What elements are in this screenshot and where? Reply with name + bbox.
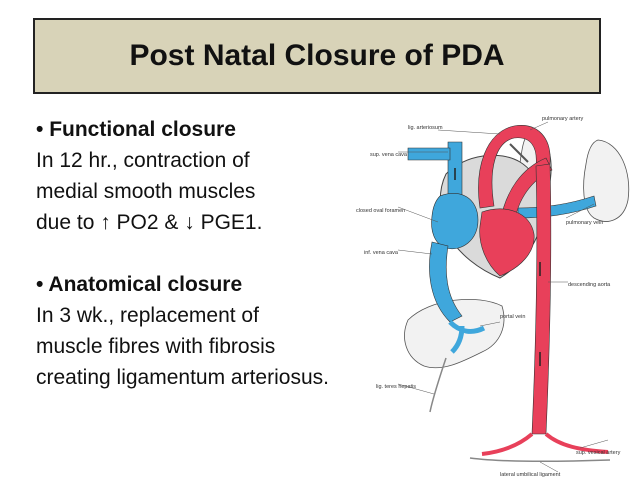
anatomical-closure-title: Anatomical closure bbox=[48, 273, 243, 296]
text-column: • Functional closure In 12 hr., contract… bbox=[36, 114, 436, 393]
bullet: • bbox=[36, 273, 44, 296]
label-closed-oval-foramen: closed oval foramen bbox=[356, 208, 405, 214]
inferior-vena-cava bbox=[429, 241, 463, 323]
left-ventricle bbox=[479, 208, 535, 277]
label-lig-arteriosum: lig. arteriosum bbox=[408, 125, 443, 131]
label-inf-vena-cava: inf. vena cava bbox=[364, 250, 399, 256]
portal-vein bbox=[448, 320, 486, 354]
label-lateral-umbilical-ligament: lateral umbilical ligament bbox=[500, 472, 561, 478]
umbilical-ligament bbox=[469, 457, 611, 463]
label-descending-aorta: descending aorta bbox=[568, 282, 611, 288]
anatomical-closure-heading: • Anatomical closure bbox=[36, 269, 436, 300]
vesical-arteries bbox=[481, 432, 609, 456]
bullet: • bbox=[36, 118, 44, 141]
label-pulmonary-vein: pulmonary vein bbox=[566, 220, 603, 226]
anatomical-line-3: creating ligamentum arteriosus. bbox=[36, 366, 329, 389]
functional-line-2: medial smooth muscles bbox=[36, 180, 256, 203]
functional-line-3: due to ↑ PO2 & ↓ PGE1. bbox=[36, 211, 263, 234]
label-sup-vena-cava: sup. vena cava bbox=[370, 152, 408, 158]
functional-closure-heading: • Functional closure bbox=[36, 114, 436, 145]
label-pulmonary-artery: pulmonary artery bbox=[542, 116, 584, 122]
sup-vena-cava-branch bbox=[407, 147, 451, 161]
label-sup-vesical-artery: sup. vesical artery bbox=[576, 450, 621, 456]
label-portal-vein: portal vein bbox=[500, 314, 525, 320]
circulation-diagram: lig. arteriosum pulmonary artery sup. ve… bbox=[356, 116, 630, 478]
flow-arrows bbox=[454, 168, 541, 366]
functional-line-1: In 12 hr., contraction of bbox=[36, 149, 250, 172]
anatomical-line-2: muscle fibres with fibrosis bbox=[36, 335, 276, 358]
umbilical-vein-remnant bbox=[429, 357, 447, 413]
slide-title: Post Natal Closure of PDA bbox=[129, 39, 505, 72]
title-box: Post Natal Closure of PDA bbox=[33, 18, 601, 94]
label-lig-teres-hepatis: lig. teres hepatis bbox=[376, 384, 416, 390]
anatomical-line-1: In 3 wk., replacement of bbox=[36, 304, 259, 327]
leader-lines bbox=[397, 121, 609, 473]
functional-closure-title: Functional closure bbox=[49, 118, 236, 141]
right-lung bbox=[583, 139, 630, 222]
right-atrium bbox=[431, 192, 479, 250]
ligamentum-arteriosum bbox=[509, 143, 529, 163]
liver bbox=[404, 298, 505, 369]
